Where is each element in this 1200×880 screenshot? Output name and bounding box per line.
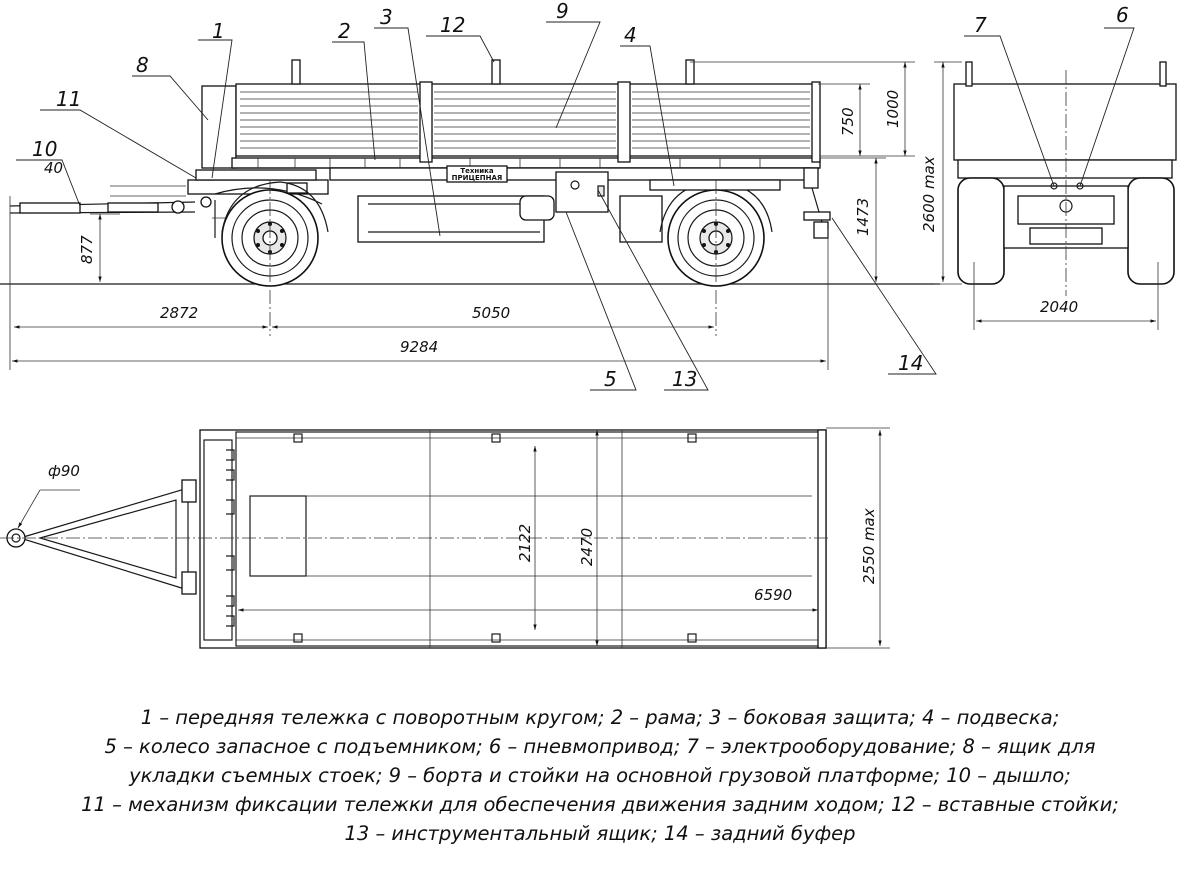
rear-view: 2040 2600 max 7 6 (920, 3, 1177, 330)
callout-9: 9 (556, 0, 569, 23)
callout-4: 4 (624, 23, 637, 47)
side-boards (235, 81, 821, 163)
main-frame (231, 157, 821, 181)
dim-2550: 2550 max (860, 508, 878, 584)
caption-line-5: 13 – инструментальный ящик; 14 – задний … (344, 822, 856, 845)
callout-6: 6 (1116, 3, 1129, 27)
plate-line: ПРИЦЕПНАЯ (452, 174, 503, 182)
callout-10: 10 (32, 137, 57, 161)
dim-2470: 2470 (578, 528, 596, 566)
legend-caption: 1 – передняя тележка с поворотным кругом… (0, 703, 1200, 848)
callout-14: 14 (898, 351, 923, 375)
dim-2122: 2122 (516, 524, 534, 562)
side-callout-leaders (16, 21, 937, 391)
side-dimensions (9, 61, 915, 370)
caption-line-4: 11 – механизм фиксации тележки для обесп… (81, 793, 1119, 816)
tool-box (519, 171, 609, 221)
caption-line-1: 1 – передняя тележка с поворотным кругом… (140, 706, 1060, 729)
caption-line-2: 5 – колесо запасное с подъемником; 6 – п… (104, 735, 1096, 758)
dim-1473: 1473 (854, 198, 872, 236)
callout-8: 8 (136, 53, 149, 77)
callout-3: 3 (380, 5, 393, 29)
callout-5: 5 (604, 367, 617, 391)
caption-line-3: укладки съемных стоек; 9 – борта и стойк… (129, 764, 1071, 787)
rear-bumper (803, 167, 831, 239)
callout-12: 12 (440, 13, 465, 37)
dim-2040: 2040 (1040, 298, 1078, 316)
callout-2: 2 (338, 19, 351, 43)
drawbar (9, 196, 212, 214)
dim-1000: 1000 (884, 90, 902, 128)
dim-2872: 2872 (160, 304, 198, 322)
dim-2600: 2600 max (920, 156, 938, 232)
dim-90: ф90 (48, 462, 80, 480)
maker-plate: Техника ПРИЦЕПНАЯ (446, 165, 508, 183)
top-view: 2122 2470 2550 max 6590 ф90 (0, 427, 890, 649)
dim-9284: 9284 (400, 338, 438, 356)
callout-7: 7 (974, 13, 987, 37)
side-guard (357, 195, 663, 243)
callout-13: 13 (672, 367, 697, 391)
dim-6590: 6590 (754, 586, 792, 604)
callout-11: 11 (56, 87, 81, 111)
front-bogie (187, 169, 329, 238)
dim-40: 40 (44, 159, 63, 177)
dim-5050: 5050 (472, 304, 510, 322)
front-wheel (221, 181, 329, 287)
callout-1: 1 (212, 19, 225, 43)
dim-877: 877 (78, 235, 96, 264)
plate-brand: Техника (460, 167, 494, 175)
rear-axle (649, 179, 781, 287)
dim-750: 750 (839, 107, 857, 136)
insert-stakes (291, 59, 695, 85)
side-view: Техника ПРИЦЕПНАЯ (0, 0, 940, 391)
drawbar-top (6, 479, 197, 595)
